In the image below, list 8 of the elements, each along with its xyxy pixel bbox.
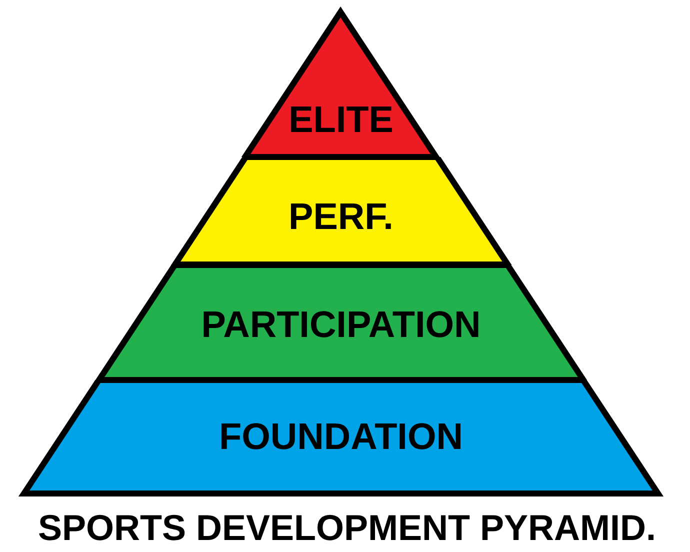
tier-label: PARTICIPATION (201, 306, 481, 342)
tier-label: PERF. (288, 198, 394, 234)
diagram-title: SPORTS DEVELOPMENT PYRAMID. (38, 510, 656, 546)
tier-label: FOUNDATION (219, 418, 463, 454)
tier-label: ELITE (288, 100, 394, 138)
pyramid-tier (168, 157, 514, 264)
pyramid-tier (18, 380, 664, 496)
pyramid-tier (92, 264, 590, 380)
